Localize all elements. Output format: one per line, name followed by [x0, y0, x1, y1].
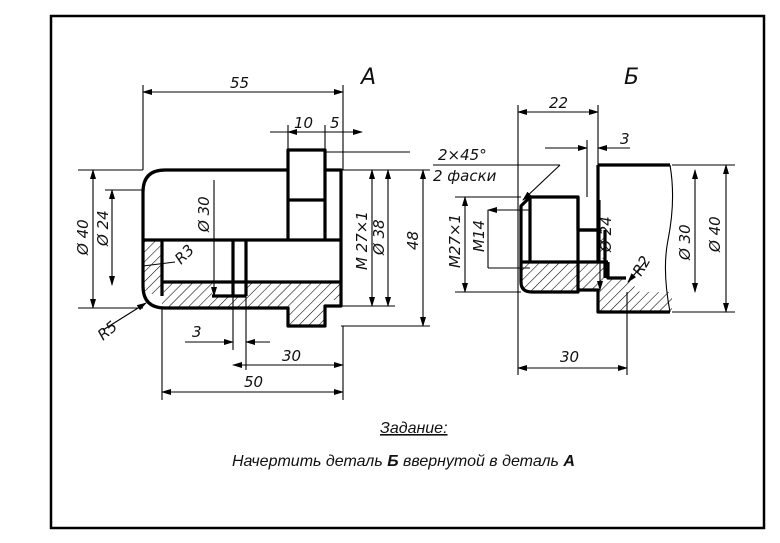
- dim-a-d24: Ø 24: [94, 210, 112, 247]
- task-title: Задание:: [380, 420, 448, 437]
- part-b-drawing: [519, 163, 674, 314]
- dim-b-m14: M14: [470, 220, 488, 252]
- dim-b-3: 3: [620, 130, 630, 148]
- dim-b-r2: R2: [629, 253, 655, 279]
- dim-b-22: 22: [549, 94, 568, 112]
- task-bold-a: А: [562, 453, 575, 470]
- dim-b-d40: Ø 40: [706, 216, 724, 253]
- dim-a-r3: R3: [171, 241, 198, 268]
- part-a-hatch-bottom: [162, 282, 340, 325]
- dim-a-3: 3: [192, 323, 202, 341]
- dim-a-48: 48: [404, 231, 422, 250]
- dim-b-chamfer: 2×45°: [438, 146, 487, 164]
- dim-b-d24: Ø 24: [597, 216, 615, 253]
- dim-a-d30: Ø 30: [195, 196, 213, 233]
- dim-a-m27: M 27×1: [353, 211, 371, 270]
- dim-a-50: 50: [244, 373, 263, 391]
- task-text-2: ввернутой в деталь: [399, 453, 564, 470]
- part-a-label: А: [359, 65, 376, 90]
- dim-b-chamfer-note: 2 фаски: [433, 167, 497, 185]
- dim-a-30: 30: [282, 347, 301, 365]
- part-a-outline: [141, 148, 343, 328]
- part-a-hatch-left: [143, 240, 162, 294]
- part-b-break-line: [664, 164, 674, 313]
- dim-a-10: 10: [294, 114, 313, 132]
- task-text: Начертить деталь Б ввернутой в деталь А: [232, 453, 575, 470]
- dim-a-5: 5: [330, 114, 340, 132]
- dim-a-55: 55: [230, 74, 249, 92]
- part-a-drawing: [141, 148, 343, 328]
- dim-a-d38: Ø 38: [370, 219, 388, 256]
- dim-b-30: 30: [560, 348, 579, 366]
- task-text-1: Начертить деталь: [232, 453, 387, 470]
- part-a-bore: [143, 170, 341, 298]
- part-b-dimensions: [433, 105, 735, 375]
- frame-border: [49, 14, 766, 530]
- part-b-outline: [519, 163, 670, 314]
- dim-b-d30: Ø 30: [676, 224, 694, 261]
- part-b-hatch-bottom: [521, 262, 672, 312]
- task-bold-b: Б: [387, 453, 398, 470]
- dim-a-d40: Ø 40: [74, 219, 92, 256]
- part-b-label: Б: [624, 65, 639, 90]
- part-a-dimensions: [78, 85, 430, 400]
- dim-b-m27: M27×1: [446, 214, 464, 268]
